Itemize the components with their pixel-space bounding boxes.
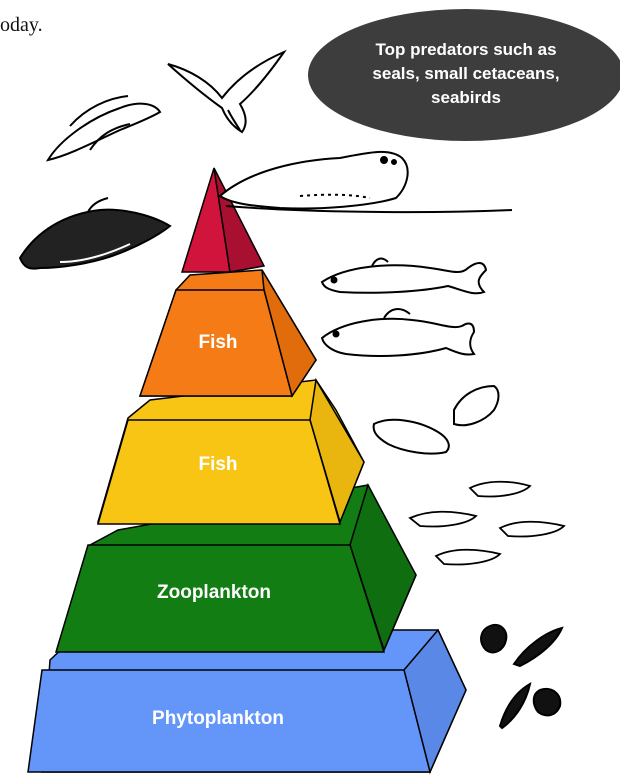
bubble-line-1: Top predators such as	[375, 40, 556, 59]
porpoise-icon	[20, 198, 170, 269]
level-label-zooplankton: Zooplankton	[157, 582, 271, 603]
gull-icon	[48, 96, 160, 160]
level-label-fish-upper: Fish	[198, 454, 237, 475]
seal-icon	[220, 152, 512, 212]
level-label-phytoplankton: Phytoplankton	[152, 708, 284, 729]
phytoplankton-icon	[481, 625, 562, 728]
seabird-icon	[168, 52, 284, 132]
krill-icon	[410, 482, 564, 565]
pyramid-level-fish-yellow: Fish	[98, 380, 364, 524]
cod-icon	[322, 309, 474, 356]
fish-icon	[322, 259, 486, 294]
bubble-line-3: seabirds	[431, 88, 501, 107]
bubble-line-2: seals, small cetaceans,	[372, 64, 559, 83]
pyramid-level-fish-orange: Fish	[140, 270, 316, 396]
flatfish-icon	[374, 386, 499, 454]
level-label-fish-lower: Fish	[198, 332, 237, 353]
predators-bubble: Top predators such as seals, small cetac…	[308, 9, 620, 141]
